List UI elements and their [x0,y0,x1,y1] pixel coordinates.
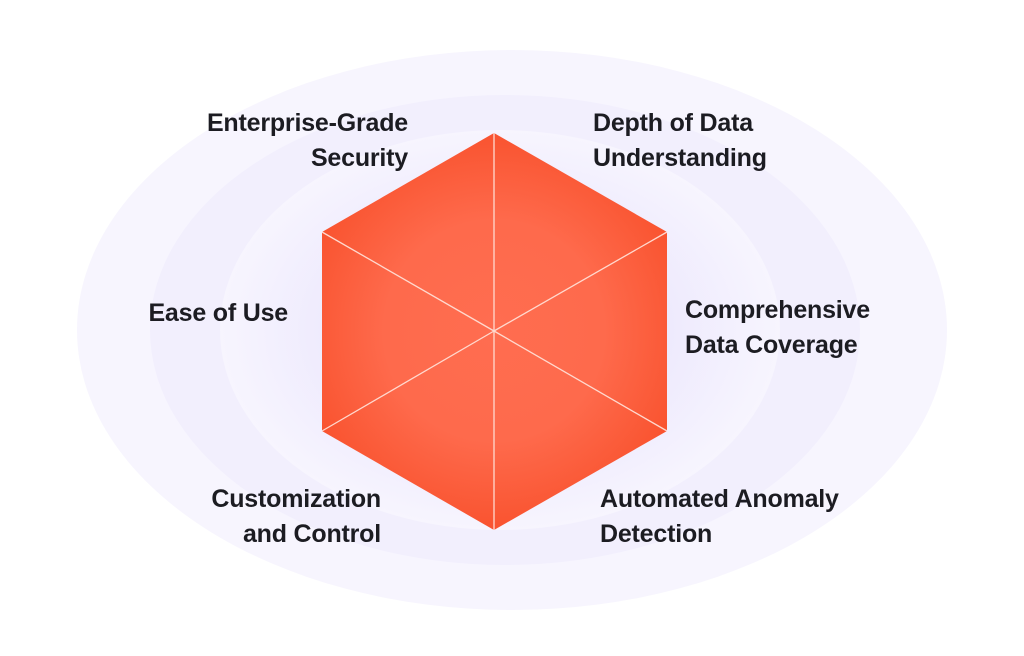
label-line: Enterprise-Grade [206,109,408,137]
label-line: Ease of Use [148,299,288,327]
label-enterprise-grade-security: Enterprise-Grade Security [207,106,408,176]
label-line: Understanding [593,144,767,172]
label-line: Data Coverage [685,331,858,359]
label-automated-anomaly-detection: Automated Anomaly Detection [600,482,839,552]
label-line: Automated Anomaly [600,485,839,513]
label-depth-of-data-understanding: Depth of Data Understanding [593,106,767,176]
label-line: Security [310,144,408,172]
label-ease-of-use: Ease of Use [148,296,288,331]
hexagon-divider-line [493,231,668,332]
label-line: Detection [600,520,713,548]
label-customization-and-control: Customization and Control [211,482,381,552]
hexagon-divider-line [321,231,495,332]
label-line: and Control [242,520,381,548]
hexagon-divider-line [321,330,495,432]
label-comprehensive-data-coverage: Comprehensive Data Coverage [685,293,870,363]
label-line: Comprehensive [685,296,870,324]
label-line: Depth of Data [593,109,753,137]
hexagon-divider-line [493,330,668,432]
label-line: Customization [211,485,381,513]
